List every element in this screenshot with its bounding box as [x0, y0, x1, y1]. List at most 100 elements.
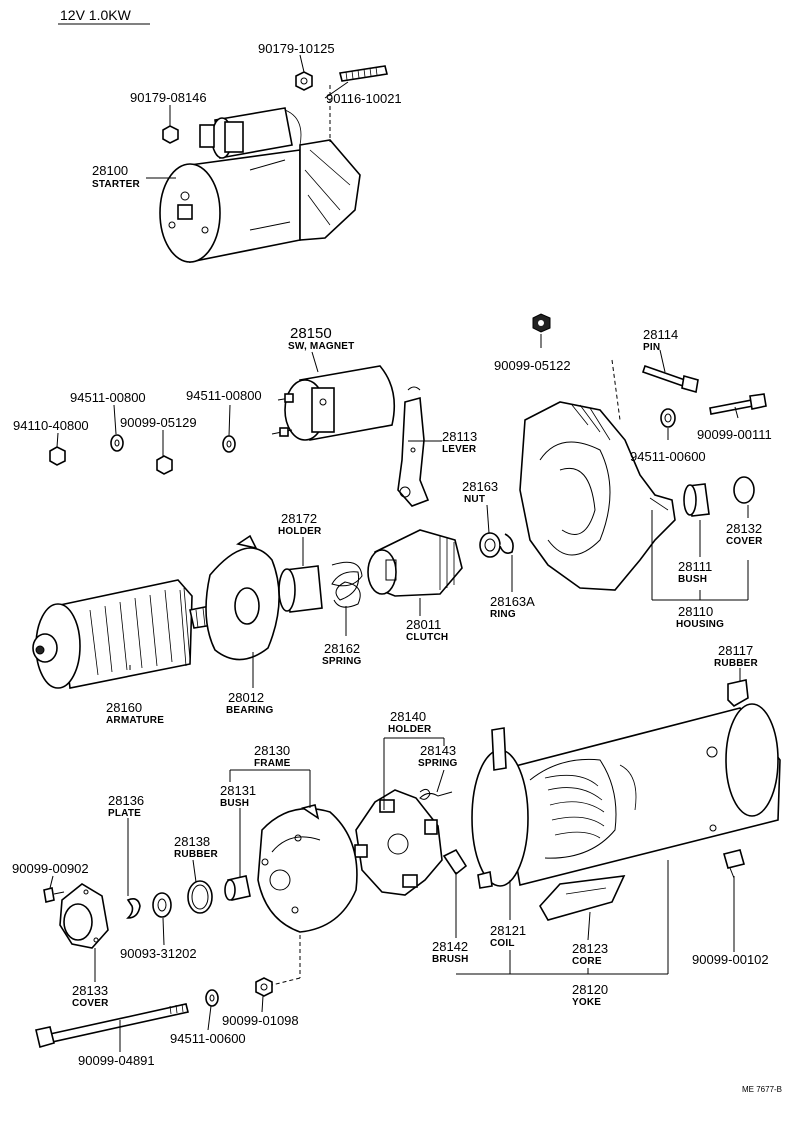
nut-90179-08146-drawing	[162, 125, 179, 144]
label-28130: 28130	[254, 743, 290, 758]
label-cover-28133: COVER	[72, 998, 109, 1009]
stud-90116-10021-drawing	[339, 65, 388, 82]
label-28163a: 28163A	[490, 594, 535, 609]
small-hardware-left-drawing	[49, 434, 236, 475]
label-28011: 28011	[406, 617, 441, 632]
bearing-plate-drawing	[205, 534, 280, 661]
label-rubber-28117: RUBBER	[714, 658, 759, 669]
label-28162: 28162	[324, 641, 360, 656]
label-plate: PLATE	[108, 808, 141, 819]
plate-28136-drawing	[126, 898, 141, 919]
label-28133: 28133	[72, 983, 108, 998]
label-90099-00111: 90099-00111	[697, 427, 772, 442]
label-90179-08146: 90179-08146	[130, 90, 207, 105]
label-clutch: CLUTCH	[406, 632, 448, 643]
through-bolt-drawing	[35, 1003, 189, 1048]
label-28111: 28111	[678, 559, 712, 574]
washer-90093-31202-drawing	[152, 892, 172, 918]
label-bush-28111: BUSH	[678, 574, 707, 585]
nut-90099-05122-drawing	[532, 313, 551, 333]
label-lever: LEVER	[442, 444, 477, 455]
part-labels: 90179-10125 90179-08146 90116-10021 2810…	[12, 41, 772, 1068]
lever-drawing	[397, 386, 430, 507]
label-yoke: YOKE	[572, 997, 601, 1008]
pin-28114-drawing	[641, 364, 699, 394]
label-28132: 28132	[726, 521, 762, 536]
label-pin: PIN	[643, 342, 660, 353]
label-94110-40800: 94110-40800	[13, 418, 89, 433]
nut-90099-01098-drawing	[255, 977, 273, 997]
label-90099-01098: 90099-01098	[222, 1013, 299, 1028]
leader-lines	[49, 54, 749, 1052]
label-94511-00600a: 94511-00600	[630, 449, 706, 464]
bush-28131-drawing	[224, 875, 251, 901]
label-starter: STARTER	[92, 179, 140, 190]
spring-28143-drawing	[419, 788, 453, 800]
brush-holder-drawing	[354, 789, 443, 896]
label-sw-magnet: SW, MAGNET	[288, 341, 354, 352]
label-brush: BRUSH	[432, 954, 469, 965]
label-ring: RING	[490, 609, 516, 620]
housing-drawing	[519, 401, 676, 591]
core-drawing	[539, 875, 626, 921]
starter-assembly-drawing	[159, 107, 361, 263]
armature-drawing	[32, 579, 245, 689]
washer-94511-00600a-drawing	[660, 408, 676, 428]
label-housing: HOUSING	[676, 619, 724, 630]
cover-28133-drawing	[59, 883, 109, 949]
bush-28111-drawing	[683, 483, 710, 517]
label-28120: 28120	[572, 982, 608, 997]
label-90099-04891: 90099-04891	[78, 1053, 155, 1068]
label-28113: 28113	[442, 429, 477, 444]
label-28138: 28138	[174, 834, 210, 849]
label-90099-05129: 90099-05129	[120, 415, 197, 430]
label-28143: 28143	[420, 743, 456, 758]
magnet-switch-drawing	[271, 365, 396, 441]
label-90099-00902: 90099-00902	[12, 861, 89, 876]
label-frame: FRAME	[254, 758, 291, 769]
label-cover-28132: COVER	[726, 536, 763, 547]
label-94511-00800b: 94511-00800	[186, 388, 262, 403]
label-bush-28131: BUSH	[220, 798, 249, 809]
label-28142: 28142	[432, 939, 468, 954]
label-94511-00800a: 94511-00800	[70, 390, 146, 405]
label-94511-00600b: 94511-00600	[170, 1031, 246, 1046]
spring-28162-drawing	[331, 561, 363, 608]
label-spring-28143: SPRING	[418, 758, 458, 769]
label-coil: COIL	[490, 938, 515, 949]
label-core: CORE	[572, 956, 602, 967]
label-bearing: BEARING	[226, 705, 274, 716]
label-90099-00102: 90099-00102	[692, 952, 769, 967]
label-spring-28162: SPRING	[322, 656, 362, 667]
label-28150: 28150	[290, 325, 332, 342]
label-90116-10021: 90116-10021	[326, 91, 402, 106]
label-28136: 28136	[108, 793, 144, 808]
label-90093-31202: 90093-31202	[120, 946, 197, 961]
yoke-drawing	[471, 703, 781, 889]
rubber-28117-drawing	[727, 679, 749, 707]
label-rubber-28138: RUBBER	[174, 849, 219, 860]
label-28163: 28163	[462, 479, 498, 494]
label-28140: 28140	[390, 709, 426, 724]
label-nut: NUT	[464, 494, 485, 505]
label-28100: 28100	[92, 163, 128, 178]
label-28117: 28117	[718, 643, 753, 658]
cover-28132-drawing	[733, 476, 755, 504]
clutch-drawing	[367, 529, 463, 597]
screw-90099-00902-drawing	[43, 887, 65, 903]
label-90179-10125: 90179-10125	[258, 41, 335, 56]
bolt-90099-00111-drawing	[709, 393, 767, 415]
label-28123: 28123	[572, 941, 608, 956]
nut-90179-10125-drawing	[295, 71, 313, 91]
brush-drawing	[442, 848, 468, 876]
holder-28172-drawing	[278, 565, 323, 613]
label-28131: 28131	[220, 783, 256, 798]
label-armature: ARMATURE	[106, 715, 164, 726]
diagram-title: 12V 1.0KW	[60, 7, 132, 23]
label-28110: 28110	[678, 604, 713, 619]
label-28121: 28121	[490, 923, 526, 938]
nut-ring-28163-drawing	[479, 532, 514, 558]
label-holder-28172: HOLDER	[278, 526, 322, 537]
label-90099-05122: 90099-05122	[494, 358, 571, 373]
